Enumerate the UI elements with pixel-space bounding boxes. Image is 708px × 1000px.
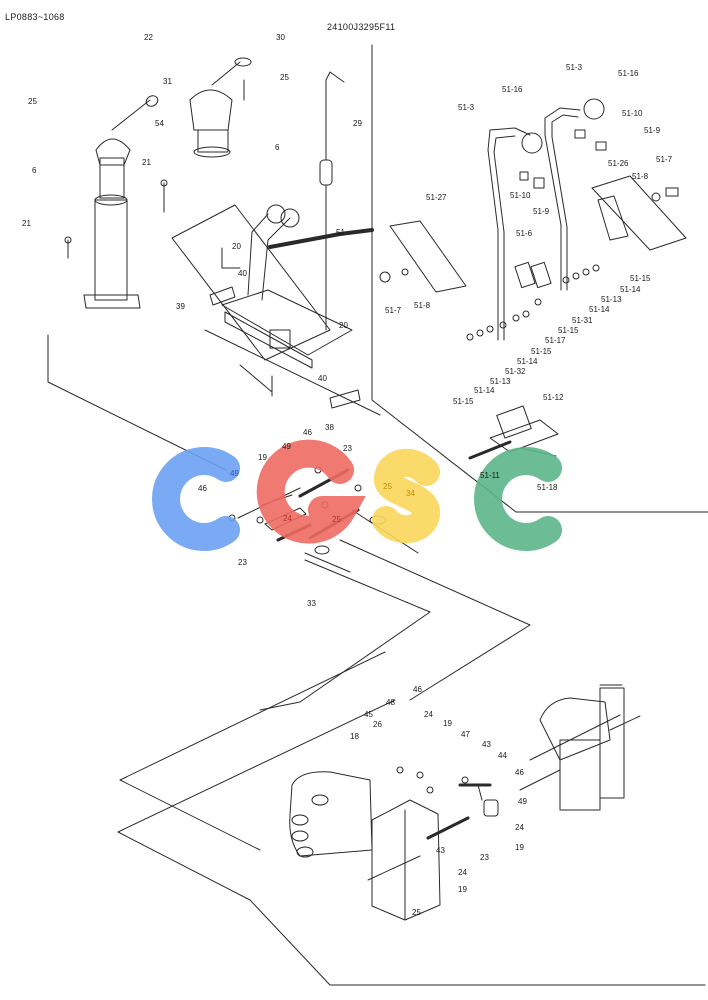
callout-c21b: 21 (22, 219, 31, 228)
callout-c51_10a: 51-10 (622, 109, 643, 118)
valve-block-lower-right (519, 684, 641, 811)
callout-c23a: 23 (238, 558, 247, 567)
callout-c6b: 6 (275, 143, 280, 152)
watermark-cgsc (152, 439, 562, 551)
callout-c51_13a: 51-13 (601, 295, 622, 304)
serial-range-label: LP0883~1068 (5, 12, 65, 22)
callout-c24d: 24 (458, 868, 467, 877)
watermark-letter-c (152, 447, 240, 551)
callout-c34: 34 (406, 489, 415, 498)
callout-c25c: 25 (383, 482, 392, 491)
callout-c25a: 25 (280, 73, 289, 82)
callout-c49b: 49 (282, 442, 291, 451)
callout-c24a: 24 (283, 514, 292, 523)
callout-c51_3b: 51-3 (458, 103, 475, 112)
callout-c19a: 19 (258, 453, 267, 462)
callout-c51_16a: 51-16 (618, 69, 639, 78)
watermark-letter-s (372, 449, 440, 543)
callout-c51_15d: 51-15 (453, 397, 474, 406)
callout-c40b: 40 (318, 374, 327, 383)
callout-c23c: 23 (480, 853, 489, 862)
callout-c31: 31 (163, 77, 172, 86)
callout-c51_15b: 51-15 (558, 326, 579, 335)
callout-c51_13b: 51-13 (490, 377, 511, 386)
callout-c25b: 25 (28, 97, 37, 106)
callout-c48: 48 (386, 698, 395, 707)
drawing-number-label: 24100J3295F11 (327, 22, 396, 32)
callout-c46d: 46 (515, 768, 524, 777)
callout-c51_14c: 51-14 (517, 357, 538, 366)
callout-c6a: 6 (32, 166, 37, 175)
valve-block-lower-left (289, 766, 499, 921)
callout-c45: 45 (364, 710, 373, 719)
callout-c38: 38 (325, 423, 334, 432)
rod-29 (319, 71, 345, 331)
callout-c51_7a: 51-7 (656, 155, 673, 164)
callout-c39: 39 (176, 302, 185, 311)
callout-c49c: 49 (518, 797, 527, 806)
callout-c25d: 25 (332, 515, 341, 524)
callout-c23b: 23 (343, 444, 352, 453)
callout-c22: 22 (144, 33, 153, 42)
callout-c46a: 46 (198, 484, 207, 493)
callout-c51_14a: 51-14 (620, 285, 641, 294)
callout-c29: 29 (353, 119, 362, 128)
callout-c24c: 24 (515, 823, 524, 832)
control-valve-housing-right (189, 57, 252, 158)
callout-c18: 18 (350, 732, 359, 741)
callout-c51_9b: 51-9 (533, 207, 550, 216)
control-valve-housing-left (64, 95, 168, 309)
right-detail-assembly-51 (379, 98, 687, 460)
callout-c44: 44 (498, 751, 507, 760)
callout-c51_17: 51-17 (545, 336, 566, 345)
callout-c19b: 19 (443, 719, 452, 728)
callout-c51_32: 51-32 (505, 367, 526, 376)
watermark-letter-g (256, 439, 366, 544)
callout-c51_8b: 51-8 (414, 301, 431, 310)
pedal-lever-assembly-51 (171, 204, 361, 409)
callout-c30: 30 (276, 33, 285, 42)
callout-c19c: 19 (515, 843, 524, 852)
callout-c49a: 49 (230, 469, 239, 478)
callout-c47: 47 (461, 730, 470, 739)
callout-c51: 51 (336, 228, 345, 237)
callout-c46c: 46 (413, 685, 422, 694)
callout-c51_15c: 51-15 (531, 347, 552, 356)
callout-c51_10b: 51-10 (510, 191, 531, 200)
callout-labels: 22 30 31 25 25 54 21 6 6 29 21 20 40 39 51 20 40 38 51-3 51… (22, 33, 673, 917)
callout-c43a: 43 (482, 740, 491, 749)
callout-c51_9a: 51-9 (644, 126, 661, 135)
callout-c51_18: 51-18 (537, 483, 558, 492)
callout-c19d: 19 (458, 885, 467, 894)
watermark-letter-c2 (474, 447, 562, 551)
callout-c51_7b: 51-7 (385, 306, 402, 315)
callout-c33: 33 (307, 599, 316, 608)
callout-c51_3a: 51-3 (566, 63, 583, 72)
callout-c20b: 20 (339, 321, 348, 330)
callout-c51_15a: 51-15 (630, 274, 651, 283)
callout-c46b: 46 (303, 428, 312, 437)
callout-c43b: 43 (436, 846, 445, 855)
callout-c51_12: 51-12 (543, 393, 564, 402)
callout-c51_14b: 51-14 (589, 305, 610, 314)
callout-c51_31: 51-31 (572, 316, 593, 325)
callout-c51_16b: 51-16 (502, 85, 523, 94)
callout-c26: 26 (373, 720, 382, 729)
callout-c51_26: 51-26 (608, 159, 629, 168)
callout-c20a: 20 (232, 242, 241, 251)
callout-c51_8a: 51-8 (632, 172, 649, 181)
callout-c51_6: 51-6 (516, 229, 533, 238)
callout-c54: 54 (155, 119, 164, 128)
callout-c51_11: 51-11 (480, 471, 500, 480)
group-boundary-lines (47, 44, 708, 986)
callout-c21a: 21 (142, 158, 151, 167)
callout-c25e: 25 (412, 908, 421, 917)
callout-c24b: 24 (424, 710, 433, 719)
callout-c40a: 40 (238, 269, 247, 278)
callout-c51_14d: 51-14 (474, 386, 495, 395)
callout-c51_27: 51-27 (426, 193, 447, 202)
